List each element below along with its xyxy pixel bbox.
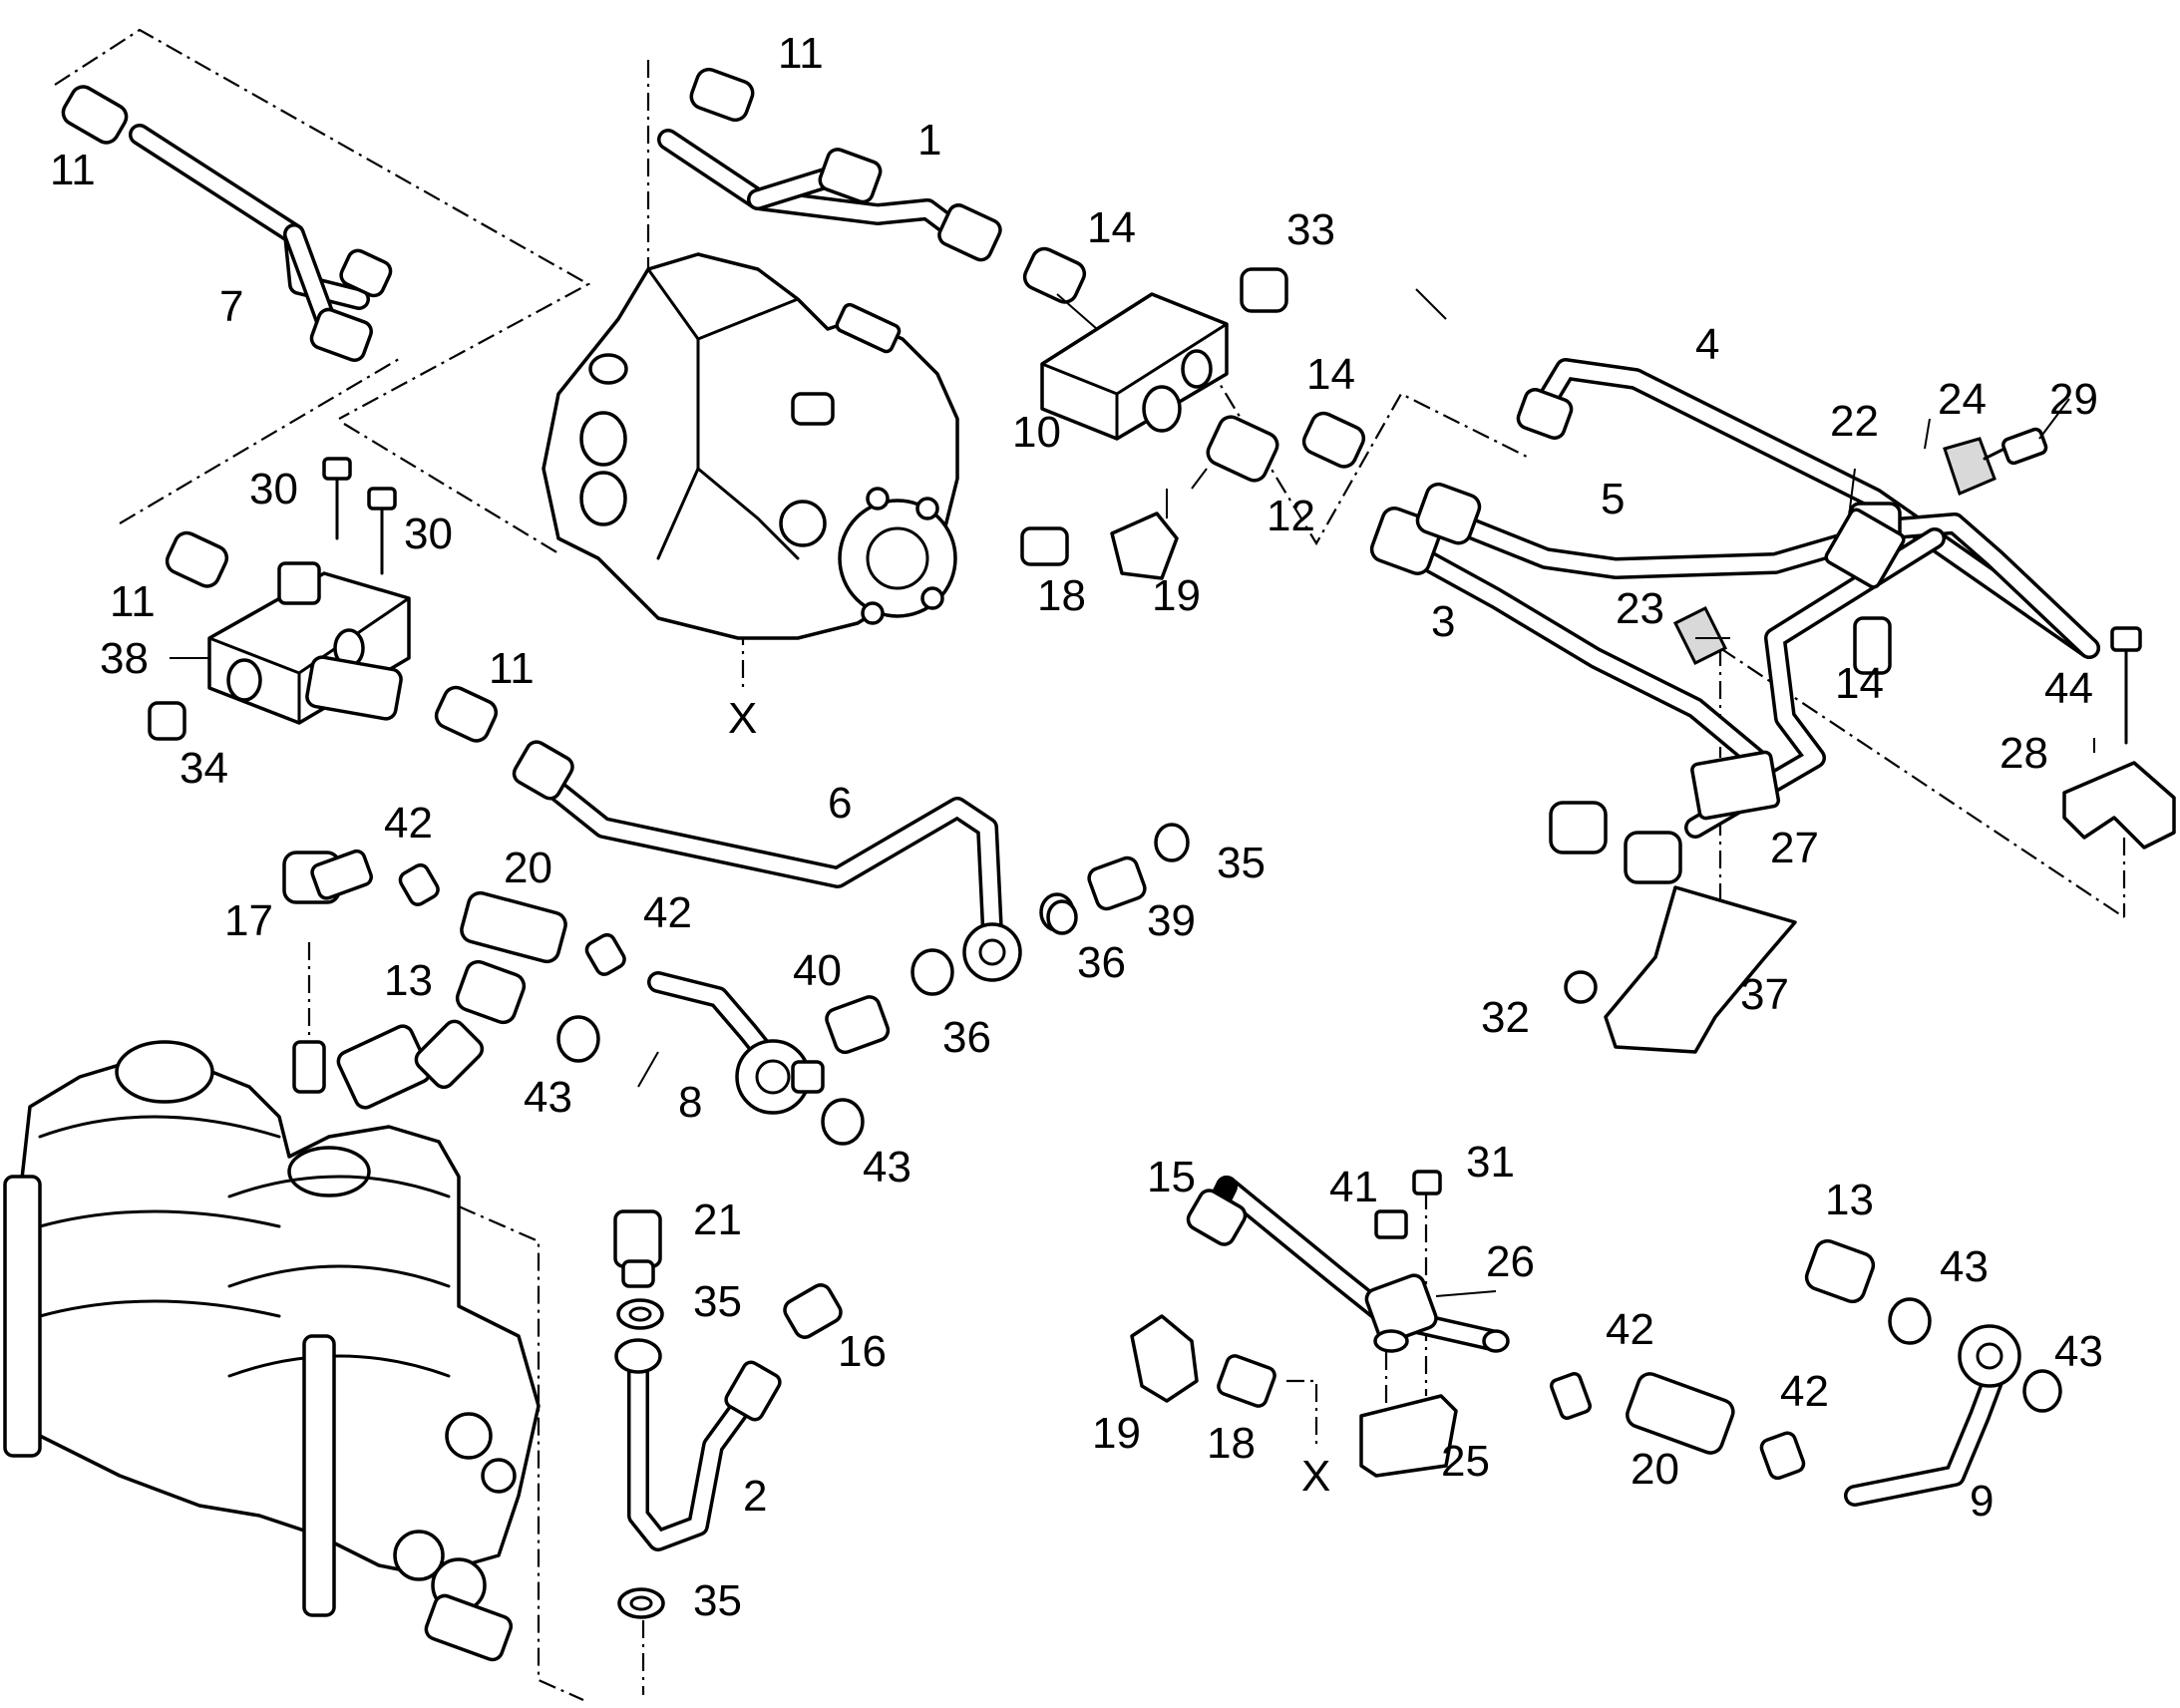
callout-40: 40 <box>793 946 842 995</box>
callout-36: 36 <box>942 1013 991 1062</box>
callout-10: 10 <box>1012 408 1061 457</box>
callout-2: 2 <box>743 1472 767 1521</box>
callout-11: 11 <box>489 644 535 693</box>
callout-12: 12 <box>1267 492 1315 540</box>
fuel-filter-assembly <box>3 1019 541 1662</box>
callout-11: 11 <box>778 29 824 78</box>
part-6-fuel-line <box>434 685 1022 982</box>
part-38-block <box>148 530 411 741</box>
callout-42: 42 <box>384 799 433 848</box>
callout-30: 30 <box>404 510 453 558</box>
parts-13-43-42-20-9 <box>1550 1238 2062 1507</box>
callout-26: 26 <box>1486 1237 1535 1286</box>
clamps-and-brackets <box>1564 437 2176 1054</box>
callout-35: 35 <box>693 1576 742 1625</box>
callout-13: 13 <box>1825 1176 1874 1224</box>
callout-labels: 1 11 11 7 14 33 10 14 12 4 22 24 29 5 30… <box>50 29 2103 1625</box>
callout-1: 1 <box>917 116 941 165</box>
high-pressure-pump <box>542 252 959 640</box>
callout-22: 22 <box>1830 397 1879 446</box>
callout-14: 14 <box>1835 659 1884 708</box>
part-1-fuel-line <box>657 129 1002 262</box>
callout-11: 11 <box>110 577 156 626</box>
callout-4: 4 <box>1695 320 1719 369</box>
callout-35: 35 <box>1217 839 1266 887</box>
callout-43: 43 <box>1940 1242 1989 1291</box>
fittings-upper <box>61 67 1366 580</box>
callout-8: 8 <box>678 1078 702 1127</box>
callout-19: 19 <box>1152 571 1201 620</box>
callout-43: 43 <box>524 1073 572 1122</box>
callout-42: 42 <box>1606 1305 1654 1354</box>
callout-37: 37 <box>1740 970 1789 1019</box>
callout-17: 17 <box>224 896 273 945</box>
callout-20: 20 <box>504 844 552 892</box>
leader-lines <box>170 288 2095 1297</box>
callout-38: 38 <box>100 634 149 683</box>
callout-30: 30 <box>249 465 298 513</box>
callout-35: 35 <box>693 1277 742 1326</box>
parts-21-35-16-2 <box>613 1209 843 1619</box>
callout-43: 43 <box>2054 1327 2103 1376</box>
callout-14: 14 <box>1306 350 1355 399</box>
callout-11: 11 <box>50 146 96 194</box>
callout-3: 3 <box>1431 597 1455 646</box>
callout-25: 25 <box>1441 1437 1490 1486</box>
callout-32: 32 <box>1481 993 1530 1042</box>
callout-39: 39 <box>1147 896 1196 945</box>
callout-42: 42 <box>1780 1367 1829 1416</box>
small-parts-middle <box>282 823 1190 1146</box>
callout-41: 41 <box>1329 1163 1378 1211</box>
callout-27: 27 <box>1770 824 1819 872</box>
callout-X: X <box>1301 1452 1330 1501</box>
callout-18: 18 <box>1037 571 1086 620</box>
callout-23: 23 <box>1616 584 1664 633</box>
callout-28: 28 <box>1999 729 2048 778</box>
callout-16: 16 <box>838 1327 887 1376</box>
callout-7: 7 <box>219 282 243 331</box>
bolts <box>322 427 2142 1239</box>
callout-14: 14 <box>1087 203 1136 252</box>
callout-X: X <box>728 694 757 743</box>
callout-21: 21 <box>693 1196 742 1244</box>
callout-36: 36 <box>1077 938 1126 987</box>
callout-9: 9 <box>1970 1477 1994 1526</box>
callout-33: 33 <box>1286 205 1335 254</box>
callout-29: 29 <box>2049 375 2098 424</box>
callout-13: 13 <box>384 956 433 1005</box>
callout-19: 19 <box>1092 1409 1141 1458</box>
callout-42: 42 <box>643 888 692 937</box>
callout-34: 34 <box>180 744 228 793</box>
parts-15-26-25 <box>1130 1176 1510 1478</box>
part-8-banjo-line <box>647 971 825 1115</box>
callout-31: 31 <box>1466 1138 1515 1187</box>
part-7-fuel-line <box>129 124 393 362</box>
callout-18: 18 <box>1207 1419 1256 1468</box>
callout-5: 5 <box>1601 475 1625 523</box>
callout-24: 24 <box>1938 375 1987 424</box>
callout-44: 44 <box>2044 664 2093 713</box>
callout-6: 6 <box>828 779 852 828</box>
callout-20: 20 <box>1631 1445 1679 1494</box>
part-10-block <box>1040 292 1229 441</box>
callout-43: 43 <box>863 1143 911 1192</box>
callout-15: 15 <box>1147 1153 1196 1201</box>
